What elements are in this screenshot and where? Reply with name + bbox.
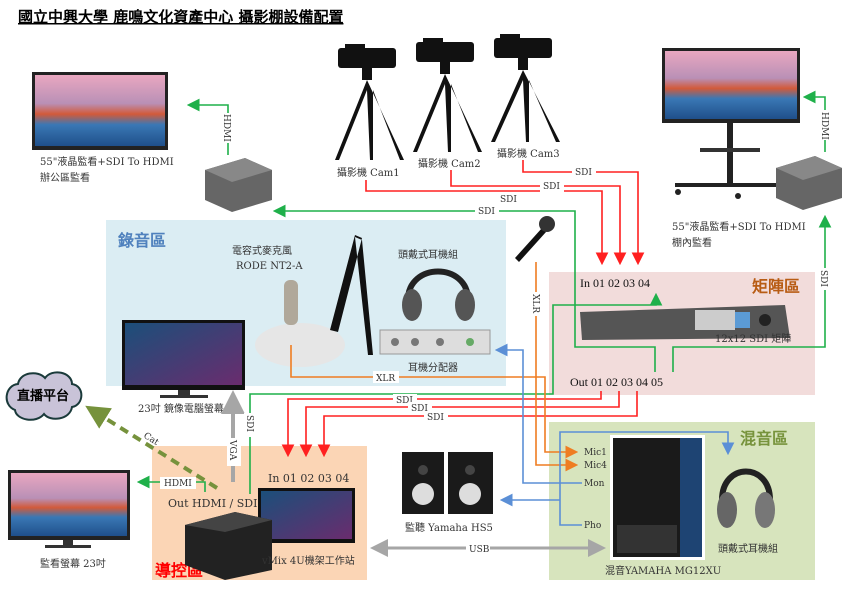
mixer-headphones-icon [717, 468, 775, 528]
mixer-port-mon: Mon [584, 479, 605, 489]
live-platform-label: 直播平台 [17, 388, 69, 404]
handheld-mic-icon [515, 216, 555, 262]
label-hdmi-studio: HDMI [819, 112, 829, 140]
label-sdi-out05: SDI [818, 270, 828, 287]
cable-pho-to-headphones [559, 431, 735, 526]
matrix-in-ports: In 01 02 03 04 [580, 276, 650, 290]
label-hdmi-office: HDMI [221, 114, 231, 142]
cable-handheld-xlr [535, 262, 579, 472]
label-sdi-cam1: SDI [500, 195, 517, 205]
mirror-monitor [122, 320, 245, 398]
sdi-hdmi-converter-office [205, 158, 272, 212]
cable-cam2-sdi [450, 170, 627, 266]
mixer-port-mic1: Mic1 [584, 448, 607, 458]
studio-monitor-sublabel: 棚內監看 [672, 236, 712, 249]
label-xlr-condenser: XLR [376, 374, 395, 384]
camera-3-label: 攝影機 Cam3 [497, 147, 560, 160]
cable-cat-stream [85, 405, 219, 490]
label-vga: VGA [227, 439, 237, 461]
cable-vmix-sdi-out [249, 292, 663, 494]
mixer-port-mic4: Mic4 [584, 461, 607, 471]
distributor-label: 耳機分配器 [408, 361, 458, 374]
cable-out02-sdi [299, 391, 620, 458]
studio-tv [662, 48, 800, 199]
vmix-label: vMix 4U機架工作站 [261, 554, 355, 567]
monitor-speakers [402, 452, 493, 514]
label-sdi-vmix-out: SDI [244, 415, 254, 432]
yamaha-mixer [610, 435, 705, 560]
label-hdmi-bottom: HDMI [164, 479, 192, 489]
condenser-mic-model: RODE NT2-A [236, 261, 303, 272]
label-xlr-handheld: XLR [530, 294, 540, 313]
label-sdi-out03: SDI [427, 413, 444, 423]
vmix-out-label: Out HDMI / SDI [168, 497, 257, 510]
mixer-zone-title: 混音區 [740, 429, 788, 448]
office-tv [32, 72, 168, 150]
cable-cam1-sdi [365, 180, 609, 266]
matrix-device-label: 12x12 SDI 矩陣 [715, 332, 791, 345]
condenser-mic-icon [255, 235, 373, 367]
live-platform-cloud [5, 371, 83, 421]
label-sdi-out01: SDI [396, 396, 413, 406]
cable-mon-to-distributor [494, 343, 582, 484]
sdi-hdmi-converter-studio [776, 156, 842, 210]
recording-zone-title: 錄音區 [118, 231, 166, 250]
vmix-in-ports: In 01 02 03 04 [268, 472, 349, 485]
mixer-port-pho: Pho [584, 521, 601, 531]
headphones-icon [402, 268, 475, 321]
cable-condenser-xlr [290, 345, 579, 459]
bottom-monitor [8, 470, 130, 548]
label-sdi-cam2: SDI [543, 182, 560, 192]
studio-monitor-label: 55"液晶監看+SDI To HDMI [672, 220, 806, 233]
camera-2-label: 攝影機 Cam2 [418, 157, 481, 170]
sdi-matrix-device [580, 305, 790, 340]
mirror-monitor-label: 23吋 鏡像電腦螢幕 [138, 402, 224, 415]
condenser-mic-label: 電容式麥克風 [232, 244, 292, 257]
label-sdi-out04: SDI [478, 207, 495, 217]
cable-out03-sdi [317, 391, 638, 458]
matrix-out-ports: Out 01 02 03 04 05 [570, 375, 663, 389]
bottom-monitor-label: 監看螢幕 23吋 [40, 557, 106, 570]
mixer-label: 混音YAMAHA MG12XU [605, 564, 721, 577]
vmix-workstation [185, 488, 355, 580]
cable-out01-sdi [281, 391, 602, 458]
headphones-label: 頭戴式耳機組 [398, 248, 458, 261]
camera-icon [335, 34, 560, 160]
office-monitor-sublabel: 辦公區監看 [40, 171, 90, 184]
matrix-zone-title: 矩陣區 [752, 277, 800, 296]
headphone-distributor [379, 329, 491, 355]
camera-1-label: 攝影機 Cam1 [337, 166, 400, 179]
label-usb: USB [469, 545, 490, 555]
label-sdi-out02: SDI [411, 404, 428, 414]
office-monitor-label: 55"液晶監看+SDI To HDMI [40, 155, 174, 168]
mixer-headphones-label: 頭戴式耳機組 [718, 542, 778, 555]
speakers-label: 監聽 Yamaha HS5 [405, 521, 493, 534]
page-title: 國立中興大學 鹿鳴文化資產中心 攝影棚設備配置 [18, 8, 343, 26]
label-sdi-cam3: SDI [575, 168, 592, 178]
